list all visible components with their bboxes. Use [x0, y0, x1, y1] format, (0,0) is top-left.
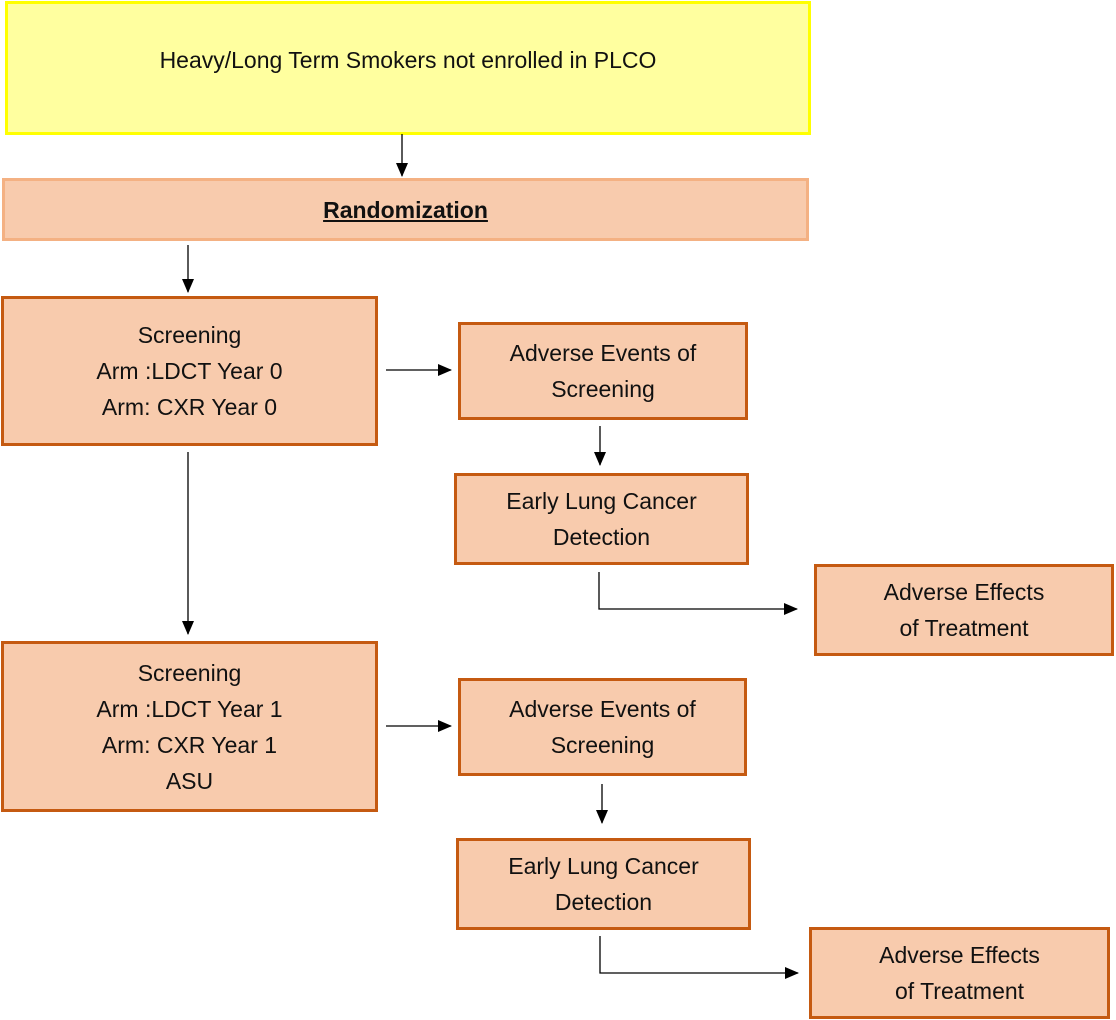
screening-year0-line: Arm :LDCT Year 0	[96, 358, 283, 384]
adverse-events-line: Screening	[550, 732, 655, 758]
adverse-effects-line: of Treatment	[899, 615, 1029, 641]
adverse-effects-line: of Treatment	[894, 978, 1025, 1004]
adverse-effects-box-2: Adverse Effects of Treatment	[809, 927, 1110, 1019]
screening-year0-line: Arm: CXR Year 0	[101, 394, 278, 420]
early-detection-line: Early Lung Cancer	[506, 488, 697, 514]
early-detection-line: Early Lung Cancer	[508, 853, 699, 879]
randomization-box: Randomization	[2, 178, 809, 241]
adverse-effects-line: Adverse Effects	[883, 579, 1045, 605]
screening-year0-line: Screening	[137, 322, 242, 348]
randomization-label: Randomization	[323, 196, 488, 223]
early-detection-line: Detection	[554, 889, 653, 915]
screening-year1-line: Screening	[137, 659, 242, 686]
early-detection-line: Detection	[552, 524, 651, 550]
screening-year1-line: ASU	[165, 767, 214, 794]
adverse-events-line: Adverse Events of	[509, 340, 697, 366]
adverse-events-line: Screening	[551, 376, 655, 402]
early-detection-box-1: Early Lung Cancer Detection	[454, 473, 749, 565]
arrow-detection2-to-adverse-effects2	[599, 936, 799, 979]
adverse-effects-box-1: Adverse Effects of Treatment	[814, 564, 1114, 656]
screening-year1-box: Screening Arm :LDCT Year 1 Arm: CXR Year…	[1, 641, 378, 812]
screening-year0-box: Screening Arm :LDCT Year 0 Arm: CXR Year…	[1, 296, 378, 446]
adverse-events-box-1: Adverse Events of Screening	[458, 322, 748, 420]
enrollment-box: Heavy/Long Term Smokers not enrolled in …	[5, 1, 811, 135]
screening-year1-line: Arm :LDCT Year 1	[96, 695, 283, 722]
adverse-events-line: Adverse Events of	[509, 696, 696, 722]
adverse-events-box-2: Adverse Events of Screening	[458, 678, 747, 776]
early-detection-box-2: Early Lung Cancer Detection	[456, 838, 751, 930]
screening-year1-line: Arm: CXR Year 1	[101, 731, 278, 758]
adverse-effects-line: Adverse Effects	[879, 942, 1040, 968]
enrollment-text: Heavy/Long Term Smokers not enrolled in …	[159, 47, 657, 73]
arrow-detection1-to-adverse-effects1	[598, 572, 798, 615]
